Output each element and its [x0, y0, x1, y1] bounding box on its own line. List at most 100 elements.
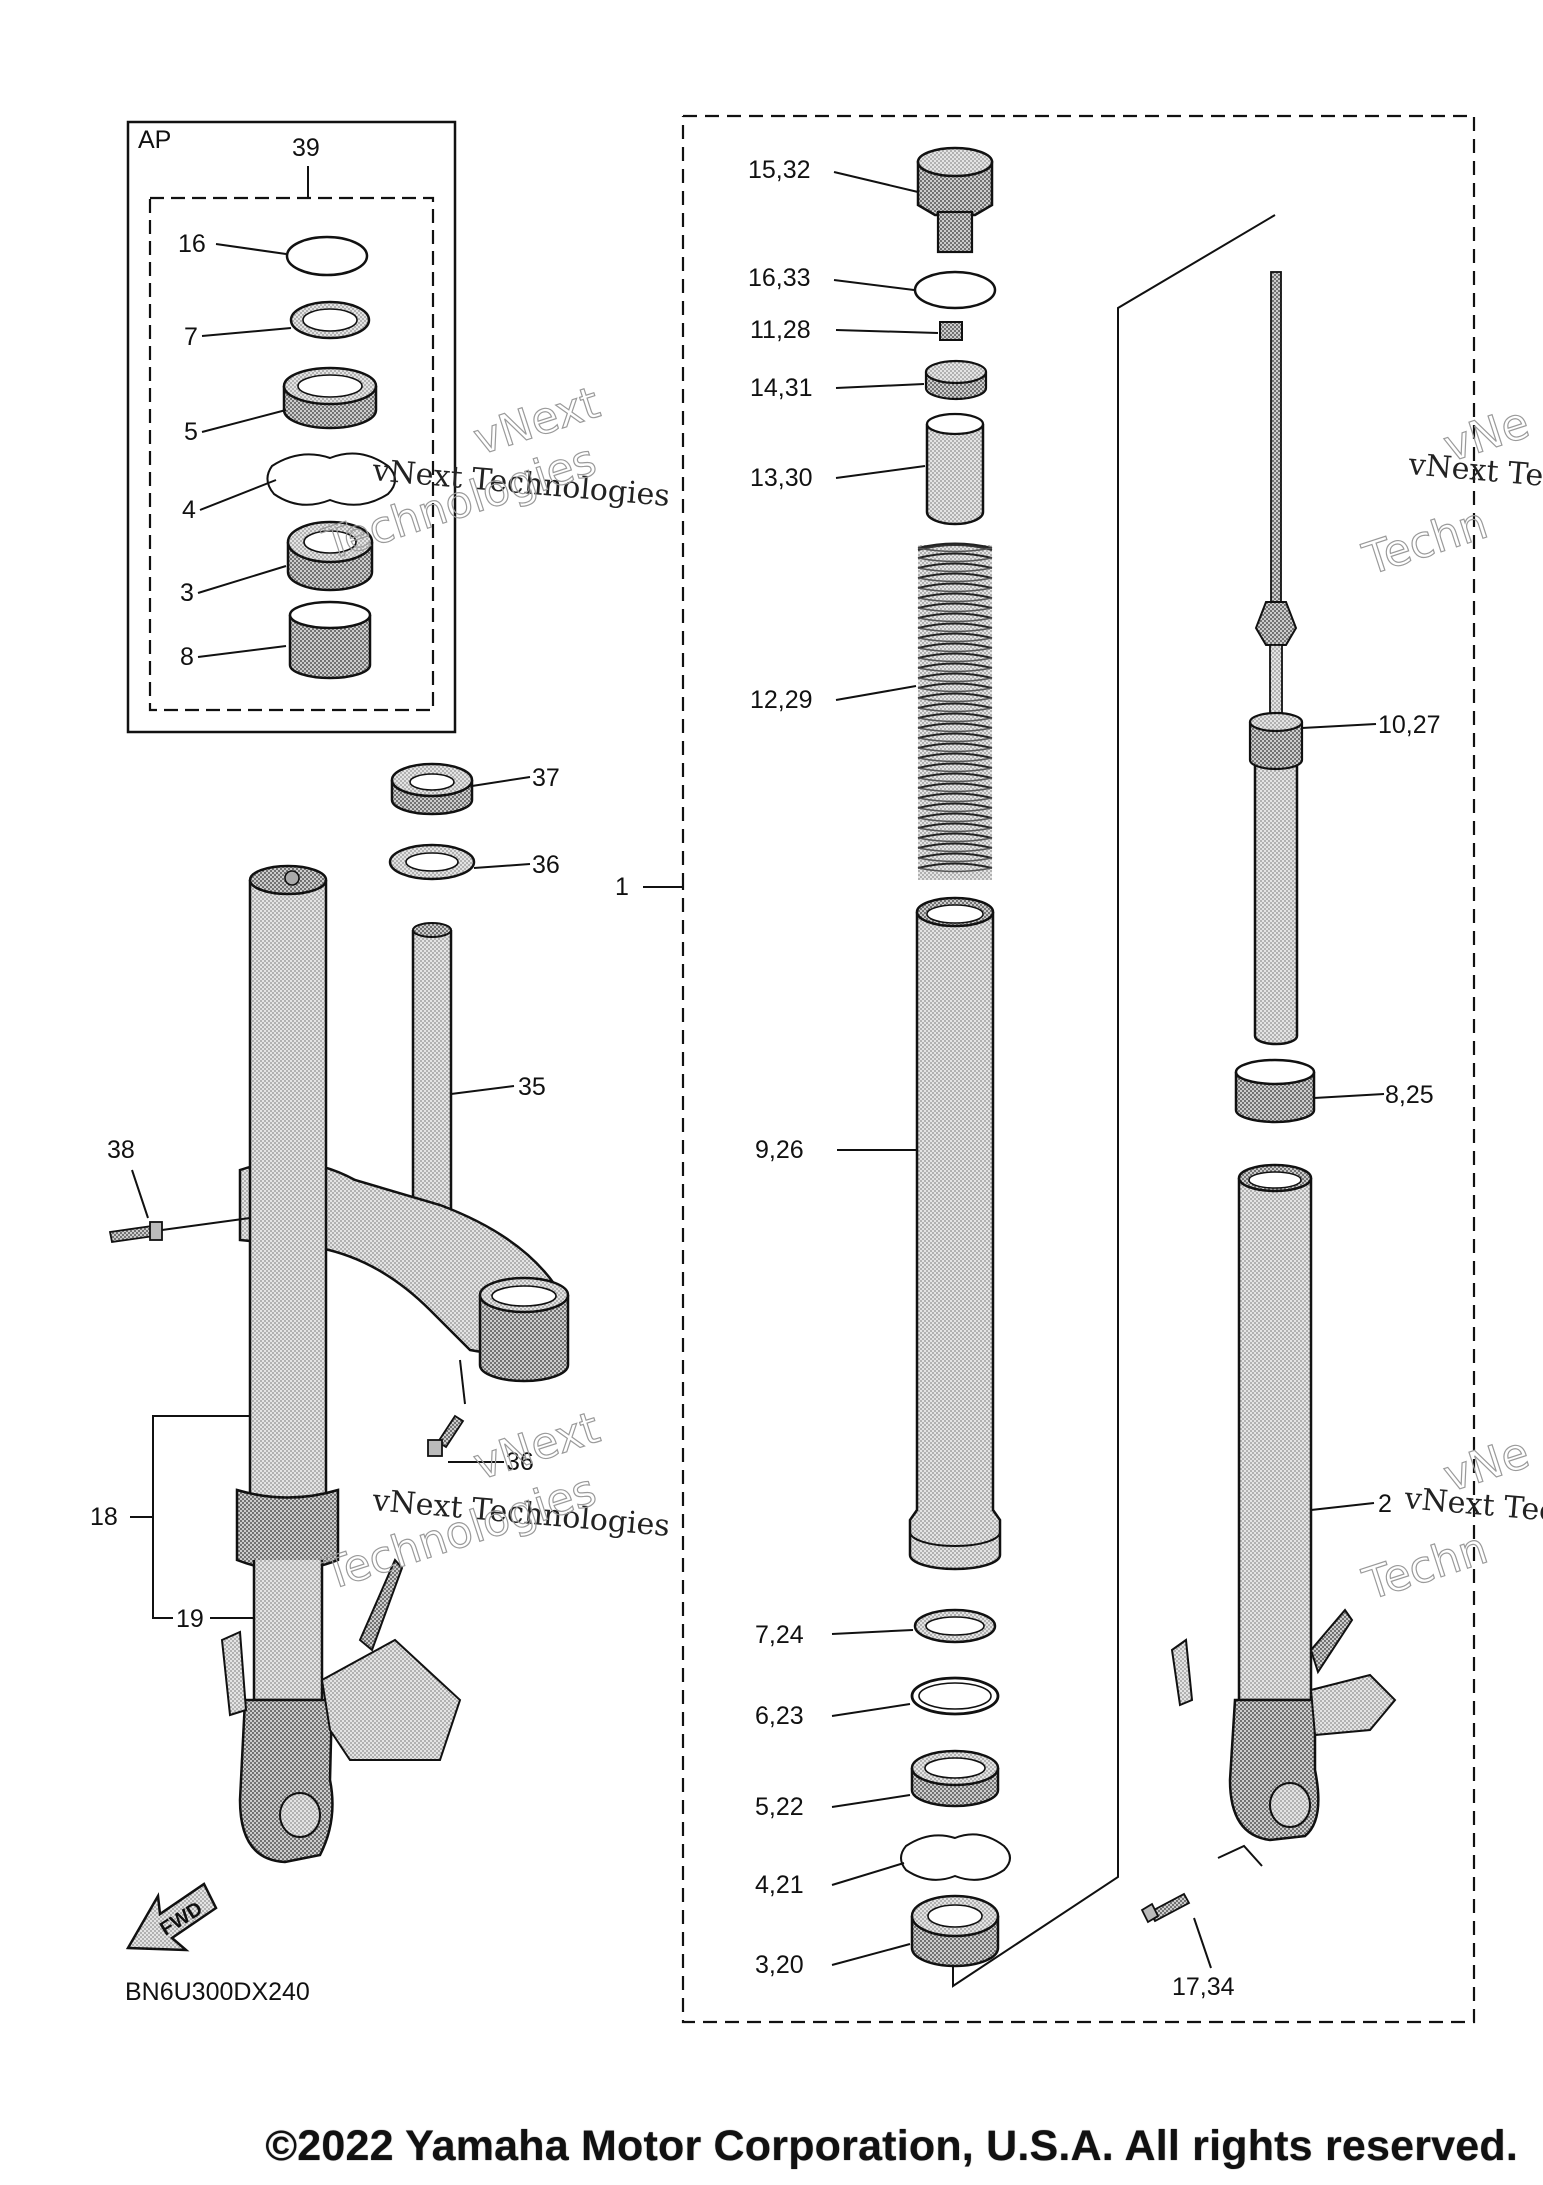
spring-coil-back: [917, 617, 993, 623]
steering-seal-hole: [405, 852, 459, 872]
leader-line: [833, 279, 915, 291]
spring-coils: [917, 542, 993, 873]
spacer-top: [925, 412, 985, 436]
spring-coil-back: [917, 587, 993, 593]
spring-coil-back: [917, 717, 993, 723]
callout-14-31: 14,31: [750, 374, 813, 402]
spring-coil-back: [917, 627, 993, 633]
left-fork-lower-tube: [252, 1560, 324, 1702]
leader-line: [199, 479, 277, 511]
callout-9-26: 9,26: [755, 1136, 804, 1164]
callout-ap-4: 4: [182, 496, 196, 524]
leader-line: [197, 565, 287, 594]
left-fork-assembly: 37 36 35 38: [90, 762, 570, 1864]
callout-6-23: 6,23: [755, 1702, 804, 1730]
spring-coil-back: [917, 777, 993, 783]
callout-37: 37: [532, 764, 560, 792]
spring-coil-back: [917, 697, 993, 703]
damper-cylinder-part: [1253, 732, 1299, 1046]
spring-coil: [917, 862, 993, 869]
callout-4-21: 4,21: [755, 1871, 804, 1899]
damper-rod-lower: [1269, 644, 1283, 718]
pinch-bolt-38-part: [108, 1224, 156, 1244]
callout-35: 35: [518, 1073, 546, 1101]
outer-tube-bore: [1248, 1171, 1302, 1189]
steering-stem-top: [412, 922, 452, 938]
caliper-mount-lower: [1309, 1673, 1397, 1737]
callout-ap-8: 8: [180, 643, 194, 671]
spring-coil: [917, 762, 993, 769]
spring-coil: [917, 792, 993, 799]
callout-ap-16: 16: [178, 230, 206, 258]
spring-coil-back: [917, 837, 993, 843]
spring-coil: [917, 582, 993, 589]
spring-coil: [917, 782, 993, 789]
leader-line: [831, 1703, 911, 1717]
ap-outer-frame: [126, 120, 457, 734]
spring-coil-back: [917, 747, 993, 753]
washer-hole: [302, 308, 358, 332]
leader-line: [201, 409, 287, 433]
left-fender-tab: [220, 1630, 248, 1717]
spring-coil: [917, 852, 993, 859]
spring-coil-back: [917, 687, 993, 693]
spring-coil-back: [917, 567, 993, 573]
leader-line: [1193, 1917, 1212, 1969]
clip-part: [900, 1833, 1011, 1881]
damper-column: 10,27 8,25 2 17,34: [1140, 271, 1441, 2001]
dust-seal-hole: [927, 1904, 983, 1928]
damper-group-line: [952, 214, 1276, 1988]
spring-coil-back: [917, 817, 993, 823]
leader-line: [835, 383, 925, 389]
ring-inner: [918, 1682, 992, 1710]
spring-coil-back: [917, 577, 993, 583]
leader-line: [833, 171, 919, 193]
callout-19: 19: [176, 1605, 204, 1633]
leader-line: [835, 465, 926, 479]
spring-coil-back: [917, 557, 993, 563]
callout-13-30: 13,30: [750, 464, 813, 492]
spring-coil-back: [917, 867, 993, 873]
callout-ap-3: 3: [180, 579, 194, 607]
spring-coil-back: [917, 737, 993, 743]
spring-coil-back: [917, 797, 993, 803]
ap-kit-number: 39: [292, 134, 320, 162]
callout-8-25: 8,25: [1385, 1081, 1434, 1109]
ring-part: [910, 1676, 1000, 1716]
spring-coil-back: [917, 667, 993, 673]
callout-16-33: 16,33: [748, 264, 811, 292]
clamp-boss: [478, 1295, 570, 1383]
callout-17-34: 17,34: [1172, 1973, 1235, 2001]
spring-coil: [917, 592, 993, 599]
callout-18: 18: [90, 1503, 118, 1531]
spring-coil-back: [917, 857, 993, 863]
bushing-top: [288, 600, 372, 630]
leader-line: [835, 329, 939, 334]
spring-coil-back: [917, 807, 993, 813]
ap-box-title: AP: [138, 126, 171, 154]
leader-line: [835, 685, 917, 701]
cap-bolt-top: [916, 146, 994, 178]
copyright-notice: ©2022 Yamaha Motor Corporation, U.S.A. A…: [265, 2122, 1518, 2170]
spring-coil: [917, 722, 993, 729]
spring-coil-back: [917, 657, 993, 663]
spring-coil-back: [917, 677, 993, 683]
left-axle-hole: [279, 1792, 321, 1838]
spring-coil: [917, 752, 993, 759]
callout-15-32: 15,32: [748, 156, 811, 184]
left-caliper-tab: [358, 1558, 404, 1652]
leader-line: [471, 776, 531, 787]
callout-2: 2: [1378, 1490, 1392, 1518]
steering-stem-part: [411, 930, 453, 1242]
cap-bolt-shank: [936, 210, 974, 254]
collar-top: [924, 359, 988, 385]
spring-coil: [917, 842, 993, 849]
outer-tube-part: [1237, 1178, 1313, 1702]
leader-line: [831, 1794, 911, 1808]
damper-rod: [1270, 271, 1282, 603]
steering-bearing-hole: [409, 773, 455, 791]
spring-coil-back: [917, 597, 993, 603]
watermark-outline-right-2: Techn: [1357, 498, 1494, 586]
spring-coil-back: [917, 547, 993, 553]
spring-coil-back: [917, 637, 993, 643]
